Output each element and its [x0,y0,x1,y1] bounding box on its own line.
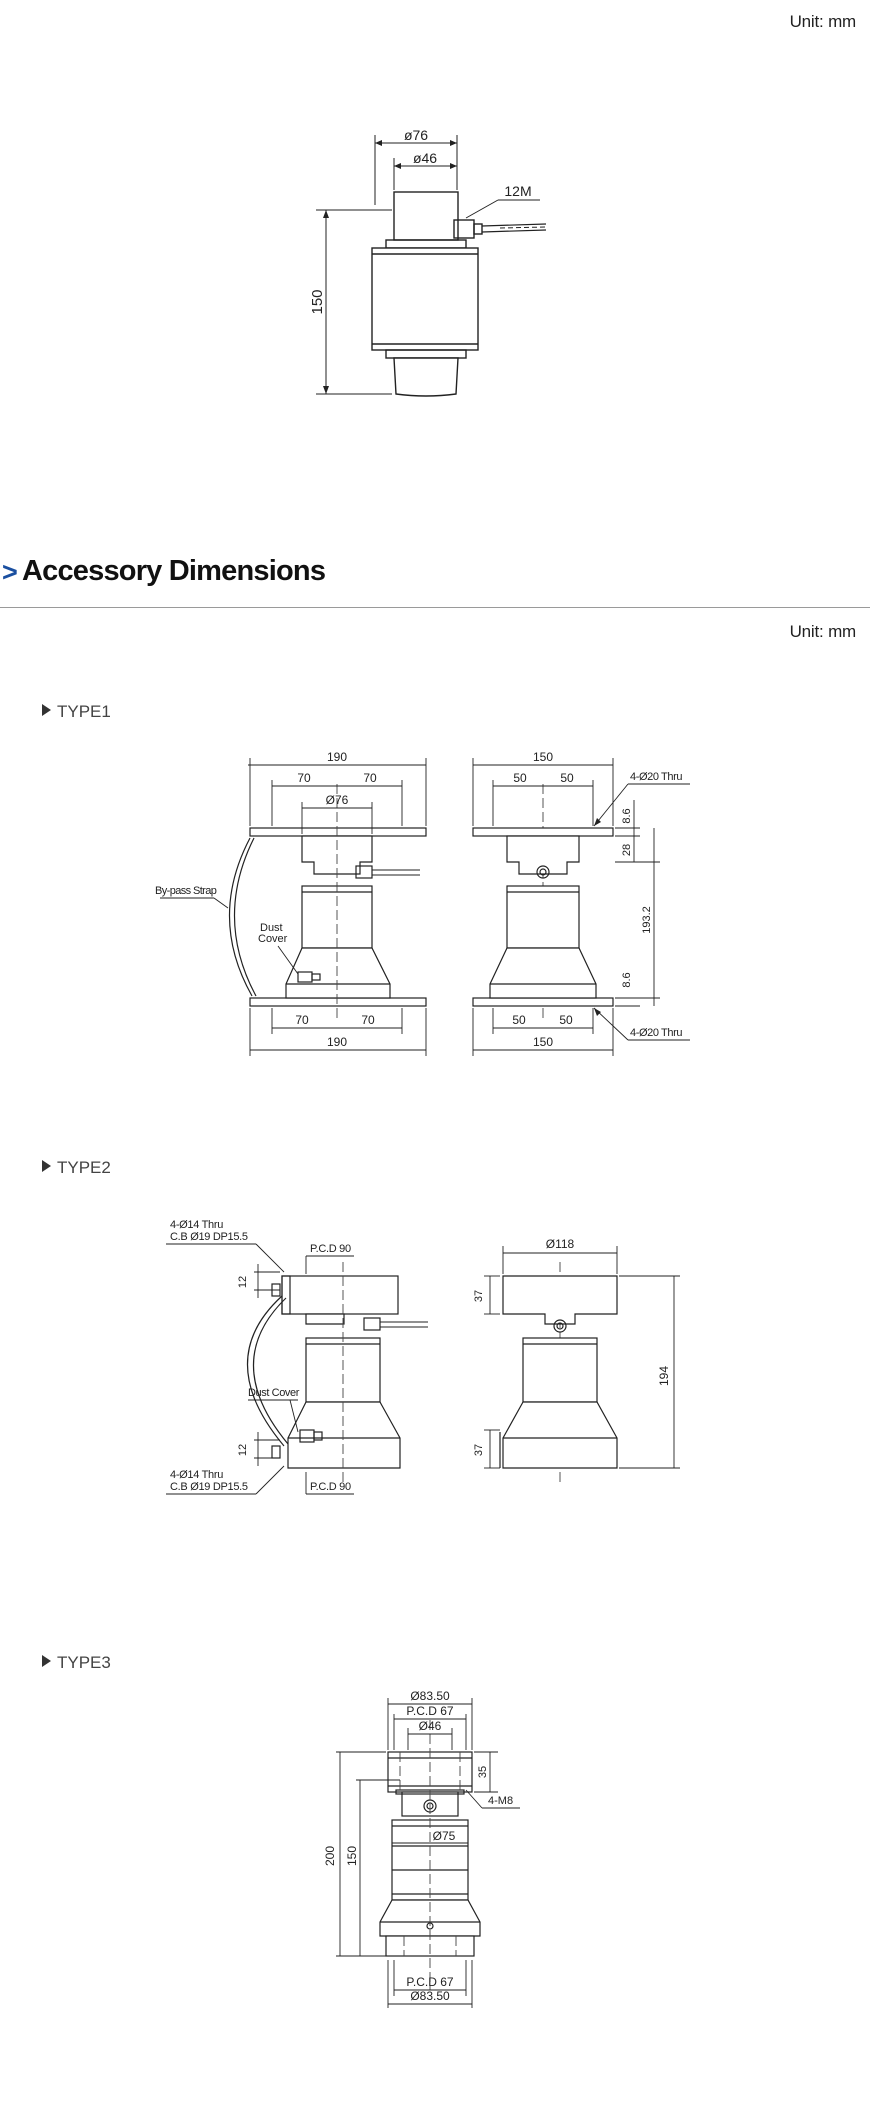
section-header: > Accessory Dimensions [0,555,870,608]
t2-dim-37-top: 37 [473,1290,485,1302]
t1-side-top-half-l: 50 [513,771,527,785]
t2-dim-12-bottom: 12 [237,1444,249,1456]
type2-label-text: TYPE2 [57,1158,111,1177]
t1-thru-top: 4-Ø20 Thru [630,771,682,783]
t2-hole-bottom-1: 4-Ø14 Thru [170,1469,223,1481]
triangle-bullet-icon [42,1655,51,1667]
t3-pcd67-top: P.C.D 67 [406,1704,453,1718]
t1-front-bottom-half-r: 70 [361,1013,375,1027]
unit-label: Unit: mm [789,12,857,31]
t2-dim-194: 194 [657,1366,671,1386]
t1-dim-8-6-bottom: 8.6 [621,972,633,987]
t3-d75: Ø75 [433,1829,456,1843]
t3-d46: Ø46 [419,1719,442,1733]
t1-dust-cover-2: Cover [258,933,288,945]
t3-pcd67-bottom: P.C.D 67 [406,1975,453,1989]
t2-hole-bottom-2: C.B Ø19 DP15.5 [170,1481,248,1493]
t1-side-top-width: 150 [533,750,553,764]
triangle-bullet-icon [42,704,51,716]
dim-12m: 12M [504,183,531,199]
section-title: Accessory Dimensions [22,555,326,587]
t1-front-diameter: Ø76 [326,793,349,807]
t1-dim-8-6-top: 8.6 [621,808,633,823]
t3-thread: 4-M8 [488,1795,513,1807]
type2-label: TYPE2 [42,1158,111,1178]
t1-front-bottom-half-l: 70 [295,1013,309,1027]
t1-side-top-half-r: 50 [560,771,574,785]
unit-label-accessory: Unit: mm [789,622,857,641]
t3-d83-top: Ø83.50 [410,1689,450,1703]
t1-dim-28: 28 [621,844,633,856]
t2-pcd-bottom: P.C.D 90 [310,1481,351,1493]
t1-front-bottom-width: 190 [327,1035,347,1049]
t1-front-top-half-l: 70 [297,771,311,785]
dim-150: 150 [309,289,326,314]
type1-label: TYPE1 [42,702,111,722]
t3-dim-150: 150 [345,1846,359,1866]
t1-side-bottom-width: 150 [533,1035,553,1049]
type1-label-text: TYPE1 [57,702,111,721]
t1-side-bottom-half-r: 50 [559,1013,573,1027]
t2-dust-cover: Dust Cover [248,1387,300,1399]
t2-pcd-top: P.C.D 90 [310,1243,351,1255]
t2-dim-37-bottom: 37 [473,1444,485,1456]
t1-thru-bottom: 4-Ø20 Thru [630,1027,682,1039]
dim-d76: ø76 [404,127,428,143]
t3-dim-200: 200 [323,1846,337,1866]
t3-dim-35: 35 [477,1766,489,1778]
triangle-bullet-icon [42,1160,51,1172]
loadcell-drawing: ø76 ø46 12M 150 [309,127,547,397]
type3-label: TYPE3 [42,1653,111,1673]
t2-side-diameter: Ø118 [546,1237,575,1251]
section-chevron: > [2,557,18,587]
t3-d83-bottom: Ø83.50 [410,1989,450,2003]
t1-front-top-half-r: 70 [363,771,377,785]
t1-dim-193-2: 193.2 [641,906,653,934]
type3-label-text: TYPE3 [57,1653,111,1672]
t2-dim-12-top: 12 [237,1276,249,1288]
t1-strap: By-pass Strap [155,885,217,897]
t1-front-top-width: 190 [327,750,347,764]
dim-d46: ø46 [413,150,437,166]
t1-side-bottom-half-l: 50 [512,1013,526,1027]
t2-hole-top-2: C.B Ø19 DP15.5 [170,1231,248,1243]
t2-hole-top-1: 4-Ø14 Thru [170,1219,223,1231]
t1-dust-cover-1: Dust [260,922,283,934]
